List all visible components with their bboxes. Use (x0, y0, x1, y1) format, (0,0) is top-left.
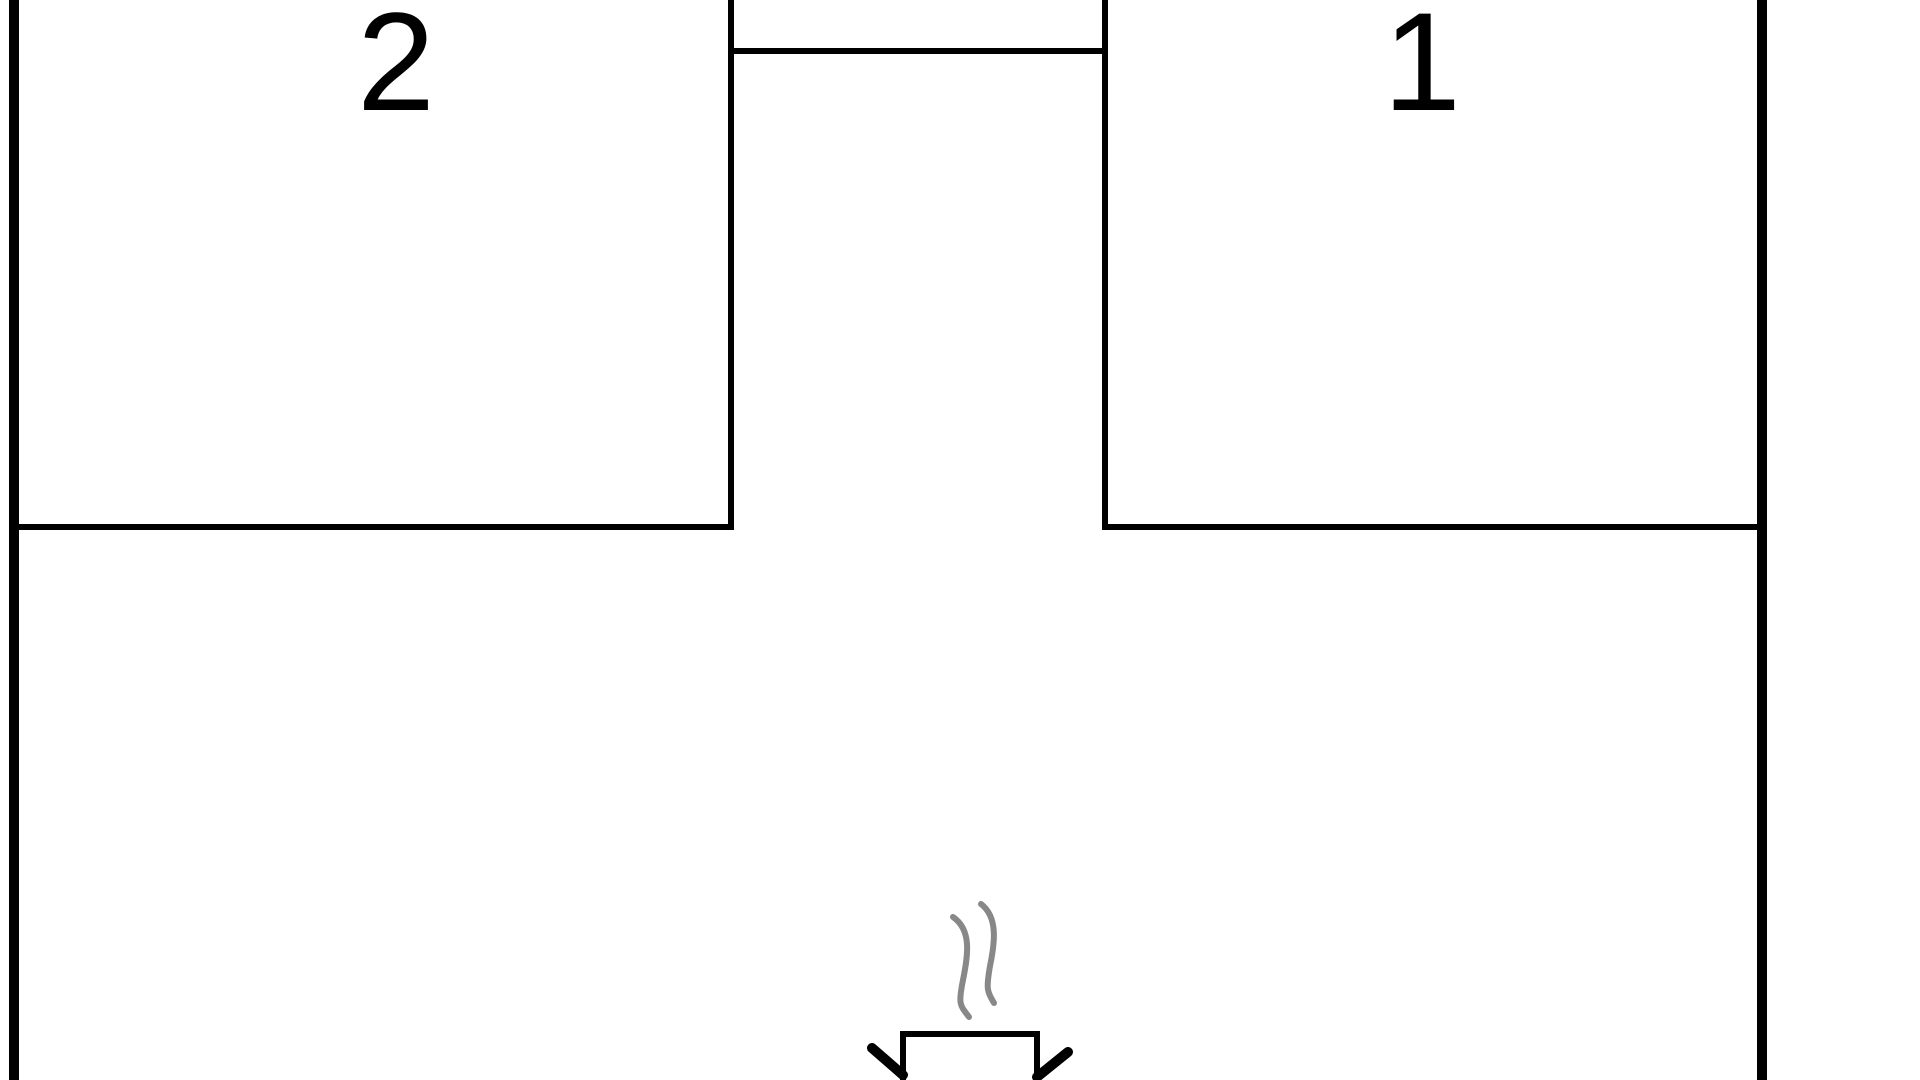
heater-body (900, 1031, 1040, 1080)
heater-leg-left (867, 1043, 908, 1080)
room-1-walls (1102, 0, 1762, 530)
steam-line-left (950, 914, 972, 1020)
steam-line-right (978, 901, 997, 1006)
room-1-number: 1 (1383, 0, 1461, 140)
heater-icon (867, 901, 1073, 1080)
room-2-walls (14, 0, 734, 530)
room-2-number: 2 (357, 0, 435, 140)
heater-leg-right (1032, 1047, 1073, 1080)
